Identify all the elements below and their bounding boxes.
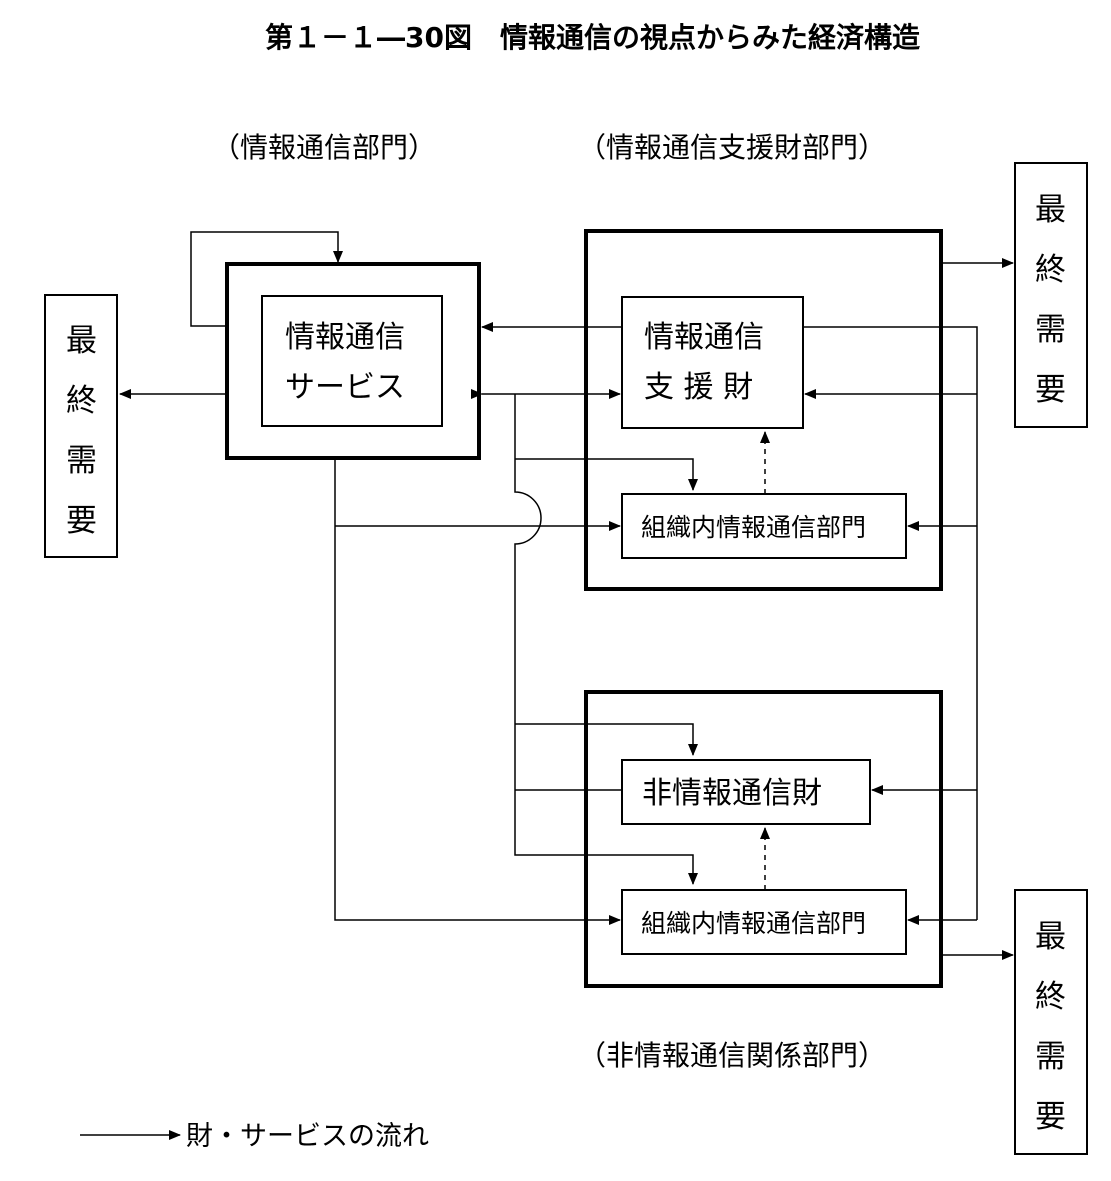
- final-demand-char: 要: [1035, 372, 1066, 408]
- info-comm-service-label: 情報通信: [285, 320, 405, 355]
- support-goods-label: 情報通信: [644, 320, 764, 355]
- final-demand-char: 需: [66, 443, 97, 479]
- final-demand-box-bottom-right: 最 終 需 要: [1014, 889, 1088, 1155]
- final-demand-box-top-right: 最 終 需 要: [1014, 162, 1088, 428]
- service-distribution-line: [514, 394, 698, 885]
- to-non-info-goods-down-arrow: [515, 723, 698, 756]
- final-demand-char: 需: [1035, 1039, 1066, 1075]
- final-demand-char: 需: [1035, 312, 1066, 348]
- service-self-loop-arrow: [190, 231, 343, 327]
- non-info-goods-box: 非情報通信財: [621, 759, 871, 825]
- final-demand-char: 最: [66, 323, 97, 359]
- org-internal-box-lower: 組織内情報通信部門: [621, 889, 907, 955]
- org-internal-box-upper: 組織内情報通信部門: [621, 493, 907, 559]
- info-comm-service-label: サービス: [285, 370, 405, 405]
- support-goods-sector-box: [584, 229, 943, 591]
- final-demand-char: 終: [1035, 979, 1066, 1015]
- section-label-info-comm: （情報通信部門）: [212, 131, 436, 164]
- org-internal-label-upper: 組織内情報通信部門: [641, 513, 866, 542]
- non-info-goods-label: 非情報通信財: [642, 776, 822, 811]
- section-label-non-info: （非情報通信関係部門）: [578, 1039, 886, 1072]
- support-output-distribution-line: [803, 326, 978, 920]
- final-demand-char: 終: [66, 383, 97, 419]
- final-demand-char: 要: [66, 503, 97, 539]
- final-demand-char: 最: [1035, 192, 1066, 228]
- flow-lines: [80, 231, 1014, 1140]
- support-goods-box: 情報通信 支 援 財: [621, 296, 804, 429]
- final-demand-char: 最: [1035, 919, 1066, 955]
- non-info-sector-box: [584, 690, 943, 988]
- service-down-line: [334, 458, 621, 925]
- to-org-upper-down-arrow: [515, 458, 698, 491]
- legend-label: 財・サービスの流れ: [186, 1121, 429, 1152]
- info-comm-service-block: 情報通信 サービス: [225, 262, 481, 460]
- final-demand-char: 終: [1035, 252, 1066, 288]
- section-label-support-goods: （情報通信支援財部門）: [578, 131, 886, 164]
- final-demand-box-left: 最 終 需 要: [44, 294, 118, 558]
- org-internal-label-lower: 組織内情報通信部門: [641, 909, 866, 938]
- figure-title: 第１－１―30図 情報通信の視点からみた経済構造: [265, 21, 920, 54]
- final-demand-char: 要: [1035, 1099, 1066, 1135]
- support-goods-label: 支 援 財: [644, 370, 753, 405]
